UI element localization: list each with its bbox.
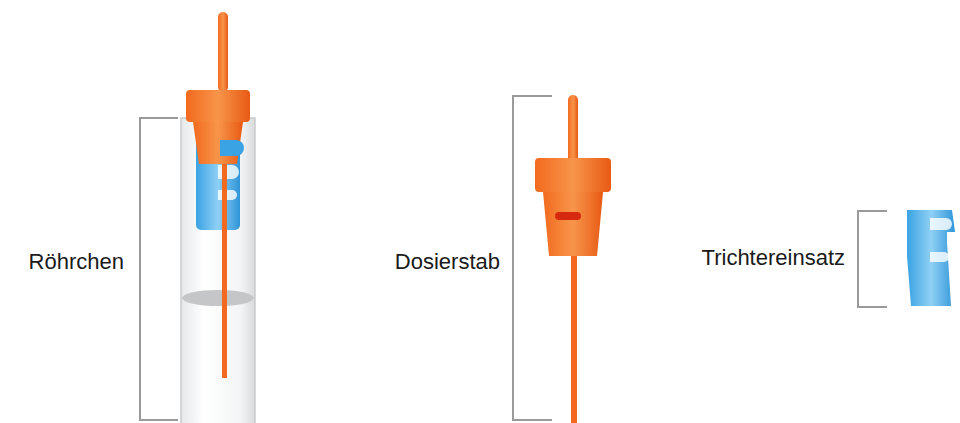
tube [181, 12, 255, 423]
part-label: Trichtereinsatz [702, 245, 845, 271]
part-label: Dosierstab [395, 249, 500, 275]
funnel-insert [907, 210, 955, 306]
part-label: Röhrchen [29, 249, 124, 275]
dosing-rod [535, 95, 611, 423]
